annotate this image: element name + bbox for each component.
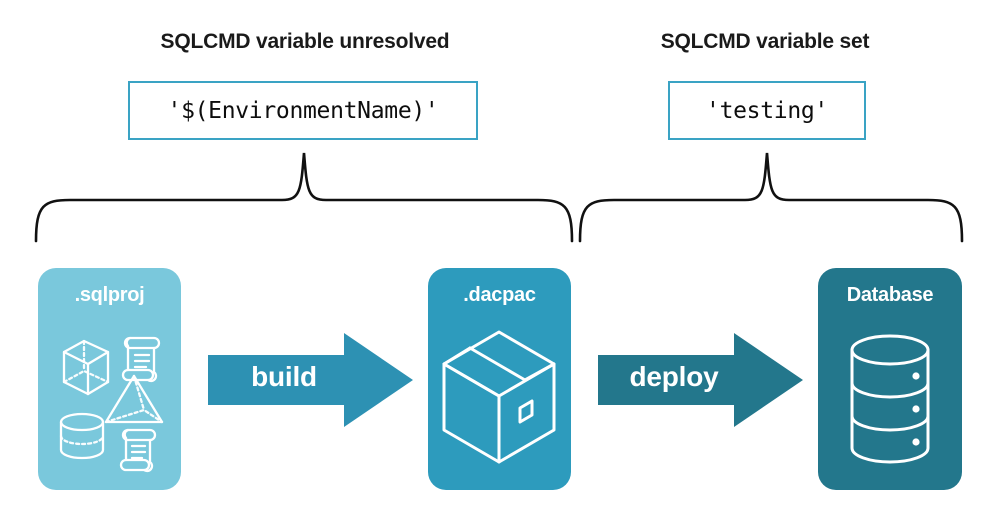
header-label-set: SQLCMD variable set	[660, 30, 870, 53]
project-objects-icon	[59, 336, 164, 473]
database-cylinder-icon	[850, 334, 930, 464]
arrow-right-icon-deploy	[598, 333, 803, 427]
value-box-unresolved: '$(EnvironmentName)'	[128, 81, 478, 140]
header-label-unresolved: SQLCMD variable unresolved	[160, 30, 450, 53]
stage-box-sqlproj[interactable]: .sqlproj	[38, 268, 181, 490]
brace-right-icon	[578, 152, 964, 243]
stage-label-dacpac: .dacpac	[463, 284, 536, 306]
stage-box-dacpac[interactable]: .dacpac	[428, 268, 571, 490]
arrow-deploy: deploy	[598, 333, 803, 427]
package-box-icon	[442, 330, 556, 464]
arrow-build: build	[208, 333, 413, 427]
stage-label-sqlproj: .sqlproj	[74, 284, 145, 306]
brace-left-icon	[34, 152, 574, 243]
stage-box-database[interactable]: Database	[818, 268, 962, 490]
arrow-right-icon-build	[208, 333, 413, 427]
stage-label-database: Database	[846, 284, 934, 306]
value-box-set: 'testing'	[668, 81, 866, 140]
